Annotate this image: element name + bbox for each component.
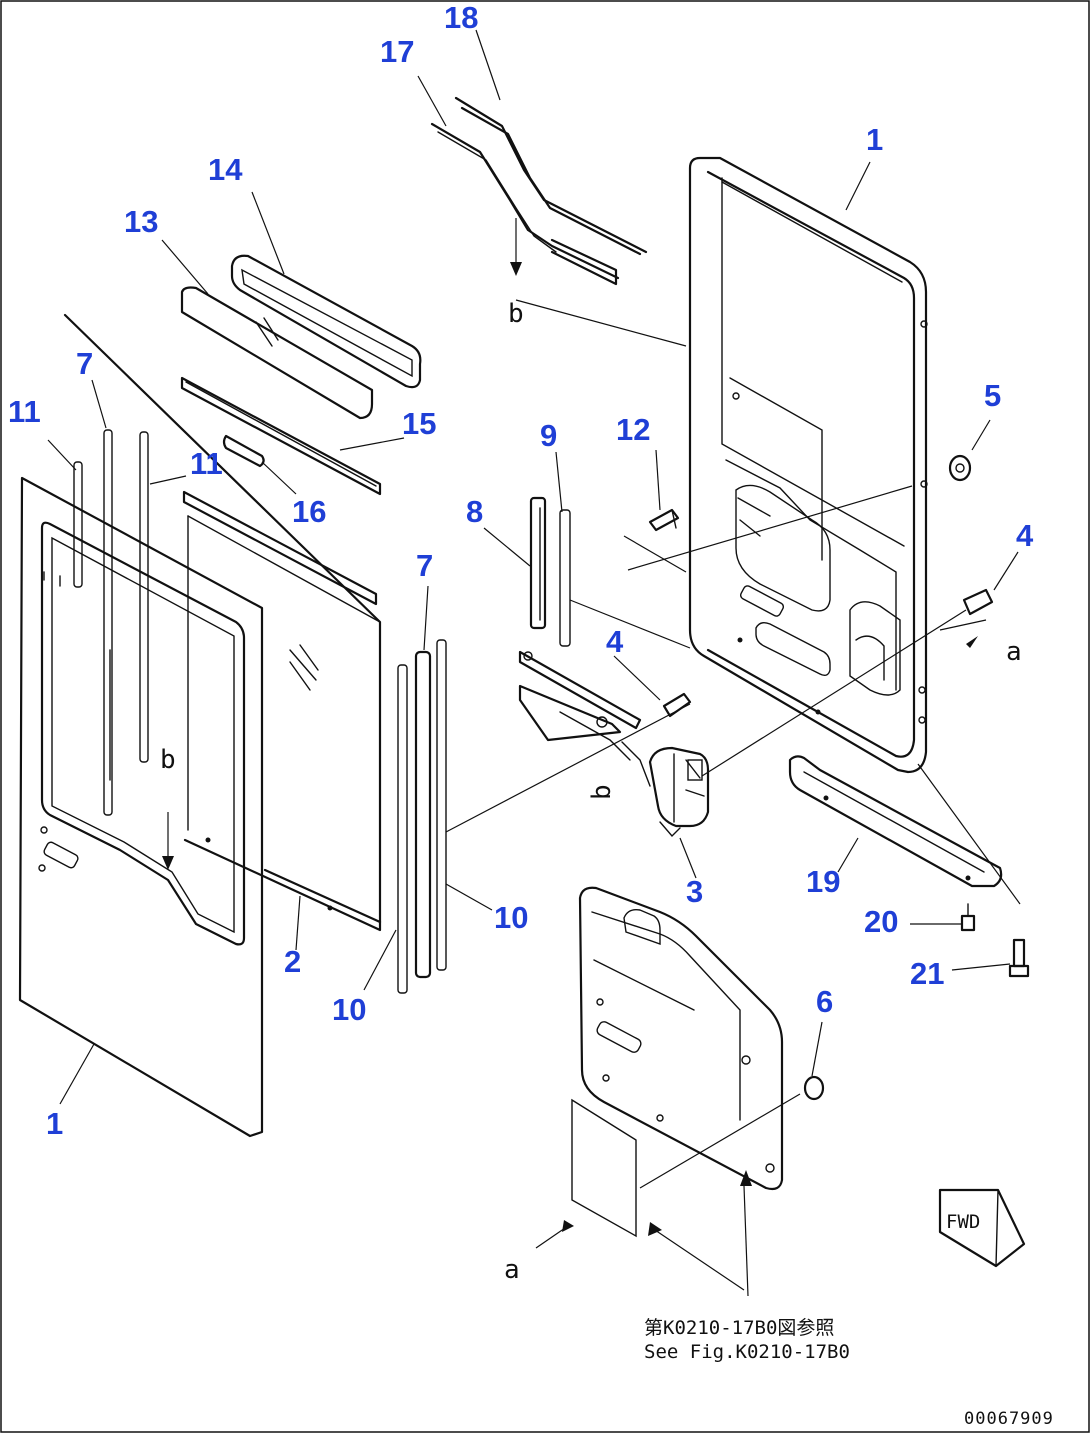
seal-strips-left [73,429,149,816]
lower-rail [788,755,1003,888]
sash-channels [529,496,571,647]
fwd-label: FWD [946,1211,980,1233]
door-latch [621,741,710,838]
callout-11-mid: 11 [190,446,223,481]
callout-14: 14 [208,152,243,187]
view-marker-b-left: b [160,745,176,775]
callout-10-left: 10 [332,992,366,1027]
callout-11-left: 11 [8,394,41,429]
door-frame-right [688,156,928,774]
arrow-heads [162,636,978,1236]
callout-4-right: 4 [1016,518,1034,553]
callout-15: 15 [402,406,436,441]
callout-6: 6 [816,984,833,1019]
inner-trim-panel [571,886,784,1238]
callout-18: 18 [444,0,478,35]
upper-glass-and-seal [180,254,422,420]
channel-rail [180,376,382,606]
callout-21: 21 [910,956,944,991]
callout-8: 8 [466,494,483,529]
callout-16: 16 [292,494,326,529]
figure-id: 00067909 [964,1409,1054,1429]
view-marker-a-bottom: a [504,1255,520,1285]
callout-4-mid: 4 [606,624,624,659]
callout-20: 20 [864,904,898,939]
door-glass [63,313,382,932]
top-rails [430,96,648,286]
regulator-linkage [518,650,642,761]
callout-7-mid: 7 [416,548,433,583]
fasteners [648,454,1030,1101]
callout-17: 17 [380,34,414,69]
callout-1-top: 1 [866,122,883,157]
callout-9: 9 [540,418,557,453]
fwd-direction-mark: FWD [938,1188,1026,1268]
callout-7-left: 7 [76,346,93,381]
seal-strips-mid [397,639,447,994]
view-marker-b-top: b [508,299,524,329]
callout-13: 13 [124,204,158,239]
callout-5: 5 [984,378,1001,413]
reference-note-jp: 第K0210-17B0図参照 [644,1317,834,1339]
view-marker-a-right: a [1006,637,1022,667]
callout-10-right: 10 [494,900,528,935]
door-frame-left [18,476,264,1138]
callout-3: 3 [686,874,703,909]
callout-1-left: 1 [46,1106,63,1141]
reference-note-en: See Fig.K0210-17B0 [644,1341,850,1363]
view-marker-b-latch: b [587,784,617,800]
leader-lines [47,29,1021,1297]
callout-12: 12 [616,412,650,447]
callout-19: 19 [806,864,840,899]
callout-2: 2 [284,944,301,979]
